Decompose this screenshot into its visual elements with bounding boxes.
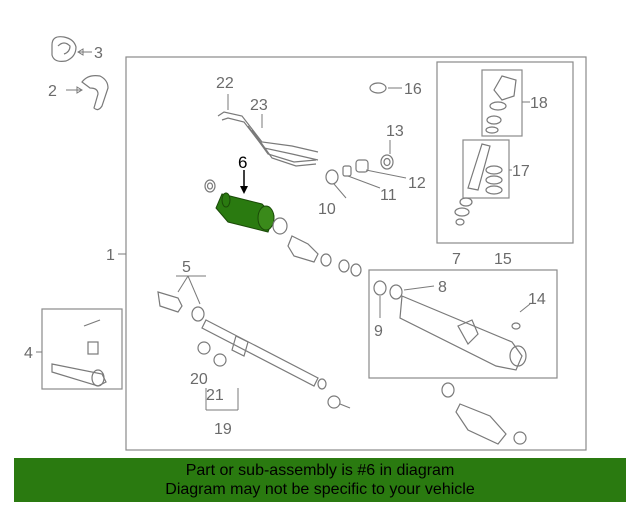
- callout-22: 22: [216, 75, 234, 92]
- callout-9: 9: [374, 323, 383, 340]
- tie-rod-end-frame-4: [41, 308, 123, 390]
- ring-part-21[interactable]: [213, 353, 227, 367]
- boot-part-6-highlighted[interactable]: [215, 192, 275, 233]
- callout-20: 20: [190, 371, 208, 388]
- tie-rod-end-part-4[interactable]: [51, 319, 107, 387]
- parts-diagram: 1 2 3 4 5 6 7 8 9 10 11 12 13 14 15 16 1…: [24, 36, 587, 451]
- pressure-lines-22-23[interactable]: [217, 111, 319, 167]
- callout-1: 1: [106, 247, 115, 264]
- callout-2: 2: [48, 83, 57, 100]
- valve-top-part-18[interactable]: [481, 69, 523, 137]
- callout-17: 17: [512, 163, 530, 180]
- ring-part-20[interactable]: [197, 341, 211, 355]
- callout-15: 15: [494, 251, 512, 268]
- callout-11: 11: [380, 187, 397, 204]
- callout-4: 4: [24, 345, 33, 362]
- control-valve-part-17[interactable]: [454, 139, 510, 226]
- o-ring-part-16[interactable]: [369, 82, 387, 94]
- callout-23: 23: [250, 97, 268, 114]
- callout-13: 13: [386, 123, 404, 140]
- rack-housing-part-7[interactable]: [373, 280, 527, 371]
- callout-5: 5: [182, 259, 191, 276]
- callout-3: 3: [94, 45, 103, 62]
- callout-10: 10: [318, 201, 336, 218]
- callout-21: 21: [206, 387, 224, 404]
- callout-16: 16: [404, 81, 422, 98]
- rack-bar[interactable]: [201, 319, 351, 409]
- info-banner: Part or sub-assembly is #6 in diagram Di…: [14, 458, 626, 502]
- main-frame: [125, 56, 587, 451]
- callout-19: 19: [214, 421, 232, 438]
- seals-10-13[interactable]: [325, 154, 394, 185]
- callout-14: 14: [528, 291, 546, 308]
- callout-18: 18: [530, 95, 548, 112]
- callout-12: 12: [408, 175, 426, 192]
- housing-frame-7: [368, 269, 558, 379]
- inner-tie-rod-part-5[interactable]: [157, 291, 205, 322]
- valve-frame-15: [436, 61, 574, 244]
- banner-line-1: Part or sub-assembly is #6 in diagram: [185, 462, 455, 479]
- callout-6: 6: [238, 153, 247, 172]
- boot-and-rings[interactable]: [272, 217, 362, 277]
- lower-boot-and-clamps[interactable]: [441, 382, 527, 445]
- banner-line-2: Diagram may not be specific to your vehi…: [165, 481, 475, 498]
- callout-7: 7: [452, 251, 461, 268]
- bushing-part-3[interactable]: [51, 36, 77, 62]
- callout-8: 8: [438, 279, 447, 296]
- bracket-part-2[interactable]: [81, 75, 109, 111]
